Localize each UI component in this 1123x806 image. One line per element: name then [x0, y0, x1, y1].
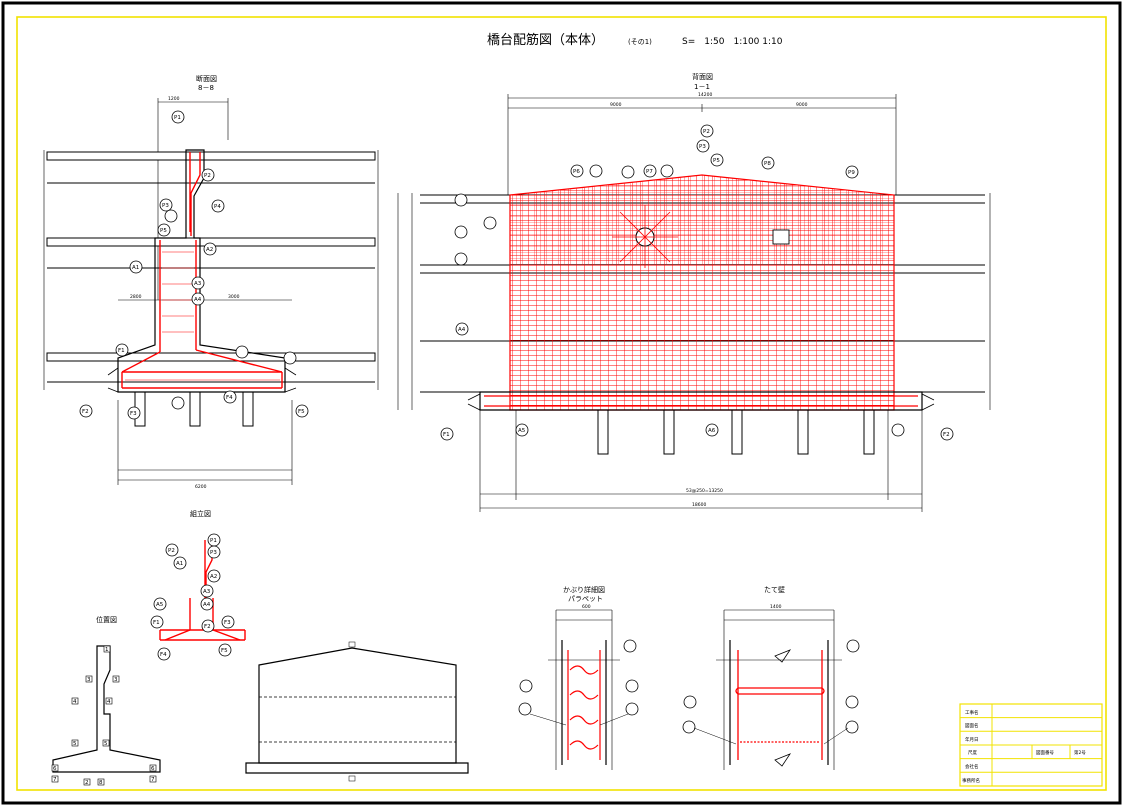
section-mark-label: P4 — [214, 204, 221, 210]
front-mark-label: A5 — [518, 428, 526, 434]
front-mark-label: P7 — [646, 169, 653, 175]
section-view-title: 断面図 — [196, 74, 217, 83]
position-mark: 2 — [85, 780, 89, 786]
title-block-label: 尺度 — [968, 749, 977, 756]
assembly-mark-label: A4 — [203, 602, 211, 608]
position-view: 位置図 1 3 3 4 4 5 5 6 6 7 — [51, 615, 161, 786]
title-block-extra-label: 図面番号 — [1036, 749, 1054, 756]
haunch-subtitle: パラペット — [568, 595, 603, 603]
assembly-mark-label: F2 — [204, 624, 211, 630]
section-mark-label: F1 — [118, 348, 125, 354]
assembly-mark-label: P1 — [210, 538, 217, 544]
assembly-rebar-labels: P1 P2 P3 A1 A2 A3 A4 A5 F1 F2 F3 F4 F5 — [153, 538, 231, 658]
assembly-mark-label: A3 — [203, 589, 211, 595]
front-mark-label: F2 — [943, 432, 950, 438]
section-mark-label: A3 — [194, 281, 202, 287]
section-dim-mid-right: 3000 — [228, 294, 240, 300]
front-mark-label: P8 — [764, 161, 771, 167]
assembly-view-title: 組立図 — [190, 509, 211, 518]
front-mark-label: A6 — [708, 428, 716, 434]
position-mark: 6 — [53, 766, 57, 772]
section-mark-label: F3 — [130, 411, 137, 417]
wall-title: たて壁 — [764, 585, 785, 594]
wall-detail: たて壁 1400 — [682, 585, 860, 770]
assembly-mark-label: F4 — [160, 652, 167, 658]
position-mark: 8 — [99, 780, 103, 786]
section-dim-bottom: 6200 — [195, 484, 207, 490]
position-mark: 7 — [53, 777, 57, 783]
position-mark: 4 — [73, 699, 77, 705]
position-mark-labels: 1 3 3 4 4 5 5 6 6 7 7 2 8 — [53, 647, 155, 786]
section-mark-label: F2 — [82, 409, 89, 415]
assembly-mark-label: A2 — [210, 574, 217, 580]
front-dim-left: 9000 — [610, 102, 622, 108]
position-mark: 4 — [107, 699, 111, 705]
wall-dim: 1400 — [770, 604, 782, 610]
assembly-mark-label: F5 — [221, 648, 228, 654]
section-mark-label: A4 — [194, 297, 202, 303]
front-mark-label: F1 — [443, 432, 450, 438]
title-block-label: 図面名 — [965, 722, 979, 729]
drawing-title: 橋台配筋図（本体） — [487, 32, 604, 48]
position-view-title: 位置図 — [96, 615, 117, 624]
front-view: 背面図 1－1 14200 9000 9000 53@250=13250 186… — [397, 72, 991, 512]
position-mark: 3 — [87, 677, 91, 683]
section-dim-mid-left: 2800 — [130, 294, 142, 300]
front-mark-label: P5 — [713, 158, 720, 164]
section-rebar-labels: P1 P2 P3 P4 P5 A1 A2 A3 A4 F1 F2 F3 F4 F… — [82, 115, 305, 417]
section-dim-top: 1200 — [168, 96, 180, 102]
position-mark: 5 — [73, 741, 77, 747]
front-dim-bottom-mid: 53@250=13250 — [686, 488, 723, 494]
title-block: 工事名 図面名 年月日 尺度 図面番号 第2号 会社名 事務所名 — [959, 703, 1103, 787]
front-mark-label: P3 — [699, 144, 706, 150]
front-view-title: 背面図 — [692, 72, 713, 81]
section-mark-label: A2 — [206, 247, 213, 253]
section-mark-label: A1 — [132, 265, 139, 271]
assembly-mark-label: A5 — [156, 602, 164, 608]
assembly-mark-label: A1 — [176, 561, 183, 567]
section-view: 断面図 8－8 1200 2800 3000 6200 — [43, 74, 379, 490]
haunch-dim: 600 — [582, 604, 591, 610]
title-block-label: 工事名 — [965, 709, 979, 716]
assembly-mark-label: P2 — [168, 548, 175, 554]
drawing-frame — [16, 16, 1107, 791]
front-view-subtitle: 1－1 — [694, 83, 710, 91]
position-mark: 1 — [105, 647, 109, 653]
title-block-label: 事務所名 — [962, 777, 980, 784]
position-mark: 6 — [151, 766, 155, 772]
front-dim-total: 14200 — [698, 92, 712, 98]
title-block-label: 年月日 — [965, 736, 979, 743]
section-mark-label: P1 — [174, 115, 181, 121]
front-dim-bottom-total: 18600 — [692, 502, 706, 508]
front-dim-right: 9000 — [796, 102, 808, 108]
front-rebar-labels: P2 P3 P5 P6 P7 P8 P9 A4 A5 A6 F1 F2 — [443, 129, 950, 438]
position-mark: 3 — [114, 677, 118, 683]
haunch-detail: かぶり詳細図 パラペット 600 — [518, 585, 639, 770]
section-mark-label: P2 — [204, 173, 211, 179]
assembly-mark-label: F1 — [153, 620, 160, 626]
section-mark-label: P3 — [162, 203, 169, 209]
assembly-mark-label: F3 — [224, 620, 231, 626]
position-mark: 5 — [104, 741, 108, 747]
drawing-scale: S= 1:50 1:100 1:10 — [682, 37, 783, 47]
front-mark-label: P9 — [848, 170, 855, 176]
assembly-view: 組立図 P1 P2 — [150, 509, 246, 661]
position-mark: 7 — [151, 777, 155, 783]
haunch-title: かぶり詳細図 — [563, 585, 605, 594]
section-mark-label: P5 — [160, 228, 167, 234]
front-mark-label: P6 — [573, 169, 580, 175]
elevation-outline — [245, 641, 469, 782]
section-view-subtitle: 8－8 — [198, 84, 214, 92]
title-block-label: 会社名 — [965, 763, 979, 770]
section-mark-label: F4 — [226, 395, 233, 401]
front-mark-label: P2 — [703, 129, 710, 135]
drawing-subtitle: (その1) — [628, 38, 652, 46]
front-mark-label: A4 — [458, 327, 466, 333]
title-block-extra-value: 第2号 — [1074, 749, 1086, 756]
assembly-mark-label: P3 — [210, 550, 217, 556]
section-mark-label: F5 — [298, 409, 305, 415]
